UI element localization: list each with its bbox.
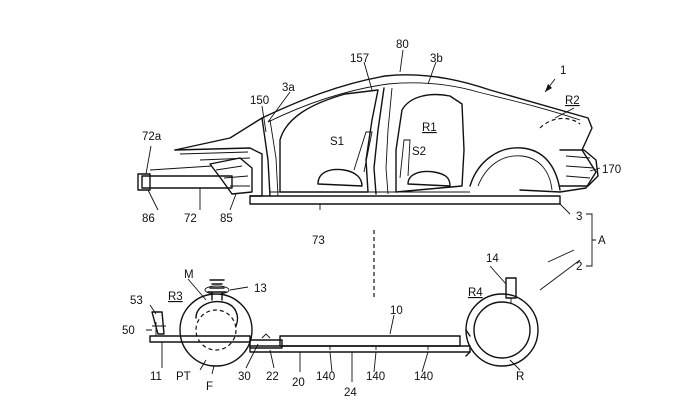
label-53: 53	[130, 295, 143, 307]
label-2: 2	[576, 261, 582, 273]
front-upper-rail	[149, 165, 213, 171]
label-3b: 3b	[430, 53, 443, 65]
connector-22-30	[249, 339, 283, 349]
label-13: 13	[254, 283, 267, 295]
label-85: 85	[220, 213, 233, 225]
front-tower-detail	[215, 165, 250, 187]
label-20: 20	[292, 377, 305, 389]
side-sill-73	[249, 195, 561, 205]
label-24: 24	[344, 387, 357, 399]
rear-wheel-inner	[473, 301, 531, 359]
body-outer-silhouette	[174, 74, 597, 193]
roof-inner-line	[267, 82, 479, 123]
label-r: R	[516, 371, 524, 383]
label-150: 150	[250, 95, 269, 107]
label-3: 3	[576, 211, 582, 223]
label-140-b: 140	[366, 371, 385, 383]
front-seat-back	[353, 131, 373, 173]
label-72: 72	[184, 213, 197, 225]
label-a: A	[598, 235, 606, 247]
leader-lines-upper	[145, 49, 601, 291]
battery-fasteners-140	[329, 346, 429, 350]
rear-seat-s2	[407, 170, 451, 187]
frame-rail-20	[249, 345, 471, 353]
front-spring-13	[207, 279, 227, 301]
label-r3: R3	[168, 291, 183, 303]
label-22: 22	[266, 371, 279, 383]
rear-wheel-arch	[469, 147, 561, 191]
reference-labels: 1 80 157 3b 3a 150 R2 R1 S1 S2 72a 170 8…	[122, 39, 621, 399]
rear-seat-back	[399, 139, 411, 179]
front-pillar-inner	[269, 119, 279, 197]
label-s1: S1	[330, 136, 344, 148]
lower-chassis-assembly	[146, 249, 575, 382]
label-14: 14	[486, 253, 499, 265]
front-wheel-f	[179, 293, 253, 367]
front-seat-s1	[317, 168, 363, 187]
label-r2: R2	[565, 95, 580, 107]
leader-lines-lower	[146, 249, 575, 382]
front-side-member-72	[141, 175, 233, 189]
battery-pack-10	[279, 335, 461, 347]
front-pillar-3a	[261, 117, 271, 197]
upper-body-assembly	[137, 49, 601, 291]
label-157: 157	[350, 53, 369, 65]
arrow-1	[545, 84, 552, 92]
front-subframe-11	[149, 335, 251, 343]
front-motor-m	[195, 300, 239, 327]
rear-wheel-arch-inner	[477, 155, 553, 191]
center-pillar-157	[373, 87, 385, 195]
front-bracket-53	[151, 311, 165, 335]
center-pillar-inner	[385, 87, 393, 195]
label-pt: PT	[176, 371, 191, 383]
front-spring-top	[204, 285, 230, 295]
connector-tip	[261, 333, 271, 339]
label-m: M	[184, 269, 194, 281]
rear-area-r2-dashed	[539, 117, 581, 129]
label-72a: 72a	[142, 131, 162, 143]
label-r4: R4	[468, 287, 483, 299]
label-50: 50	[122, 325, 135, 337]
label-f: F	[206, 381, 213, 393]
front-door-opening	[279, 89, 379, 193]
rear-frame	[465, 329, 471, 357]
front-tower-85	[209, 157, 253, 195]
front-stub-50	[152, 322, 166, 336]
label-10: 10	[390, 305, 403, 317]
label-11: 11	[150, 371, 162, 383]
label-3a: 3a	[282, 82, 295, 94]
label-86: 86	[142, 213, 155, 225]
label-140-c: 140	[414, 371, 433, 383]
label-1: 1	[560, 65, 566, 77]
label-s2: S2	[412, 146, 426, 158]
label-30: 30	[238, 371, 251, 383]
rear-door-opening	[395, 93, 465, 193]
label-r1: R1	[422, 122, 437, 134]
rear-quarter-line	[477, 91, 581, 121]
rear-bumper-detail	[565, 155, 595, 179]
bracket-a	[586, 213, 596, 267]
front-wheel-hub-dashed	[195, 309, 237, 351]
hood-line	[179, 151, 251, 161]
rear-strut-14	[505, 277, 517, 299]
cowl-150	[174, 147, 263, 197]
label-80: 80	[396, 39, 409, 51]
rear-panel-170	[559, 149, 599, 187]
rear-wheel-r	[465, 293, 539, 367]
label-140-a: 140	[316, 371, 335, 383]
label-73: 73	[312, 235, 325, 247]
label-170: 170	[602, 164, 621, 176]
